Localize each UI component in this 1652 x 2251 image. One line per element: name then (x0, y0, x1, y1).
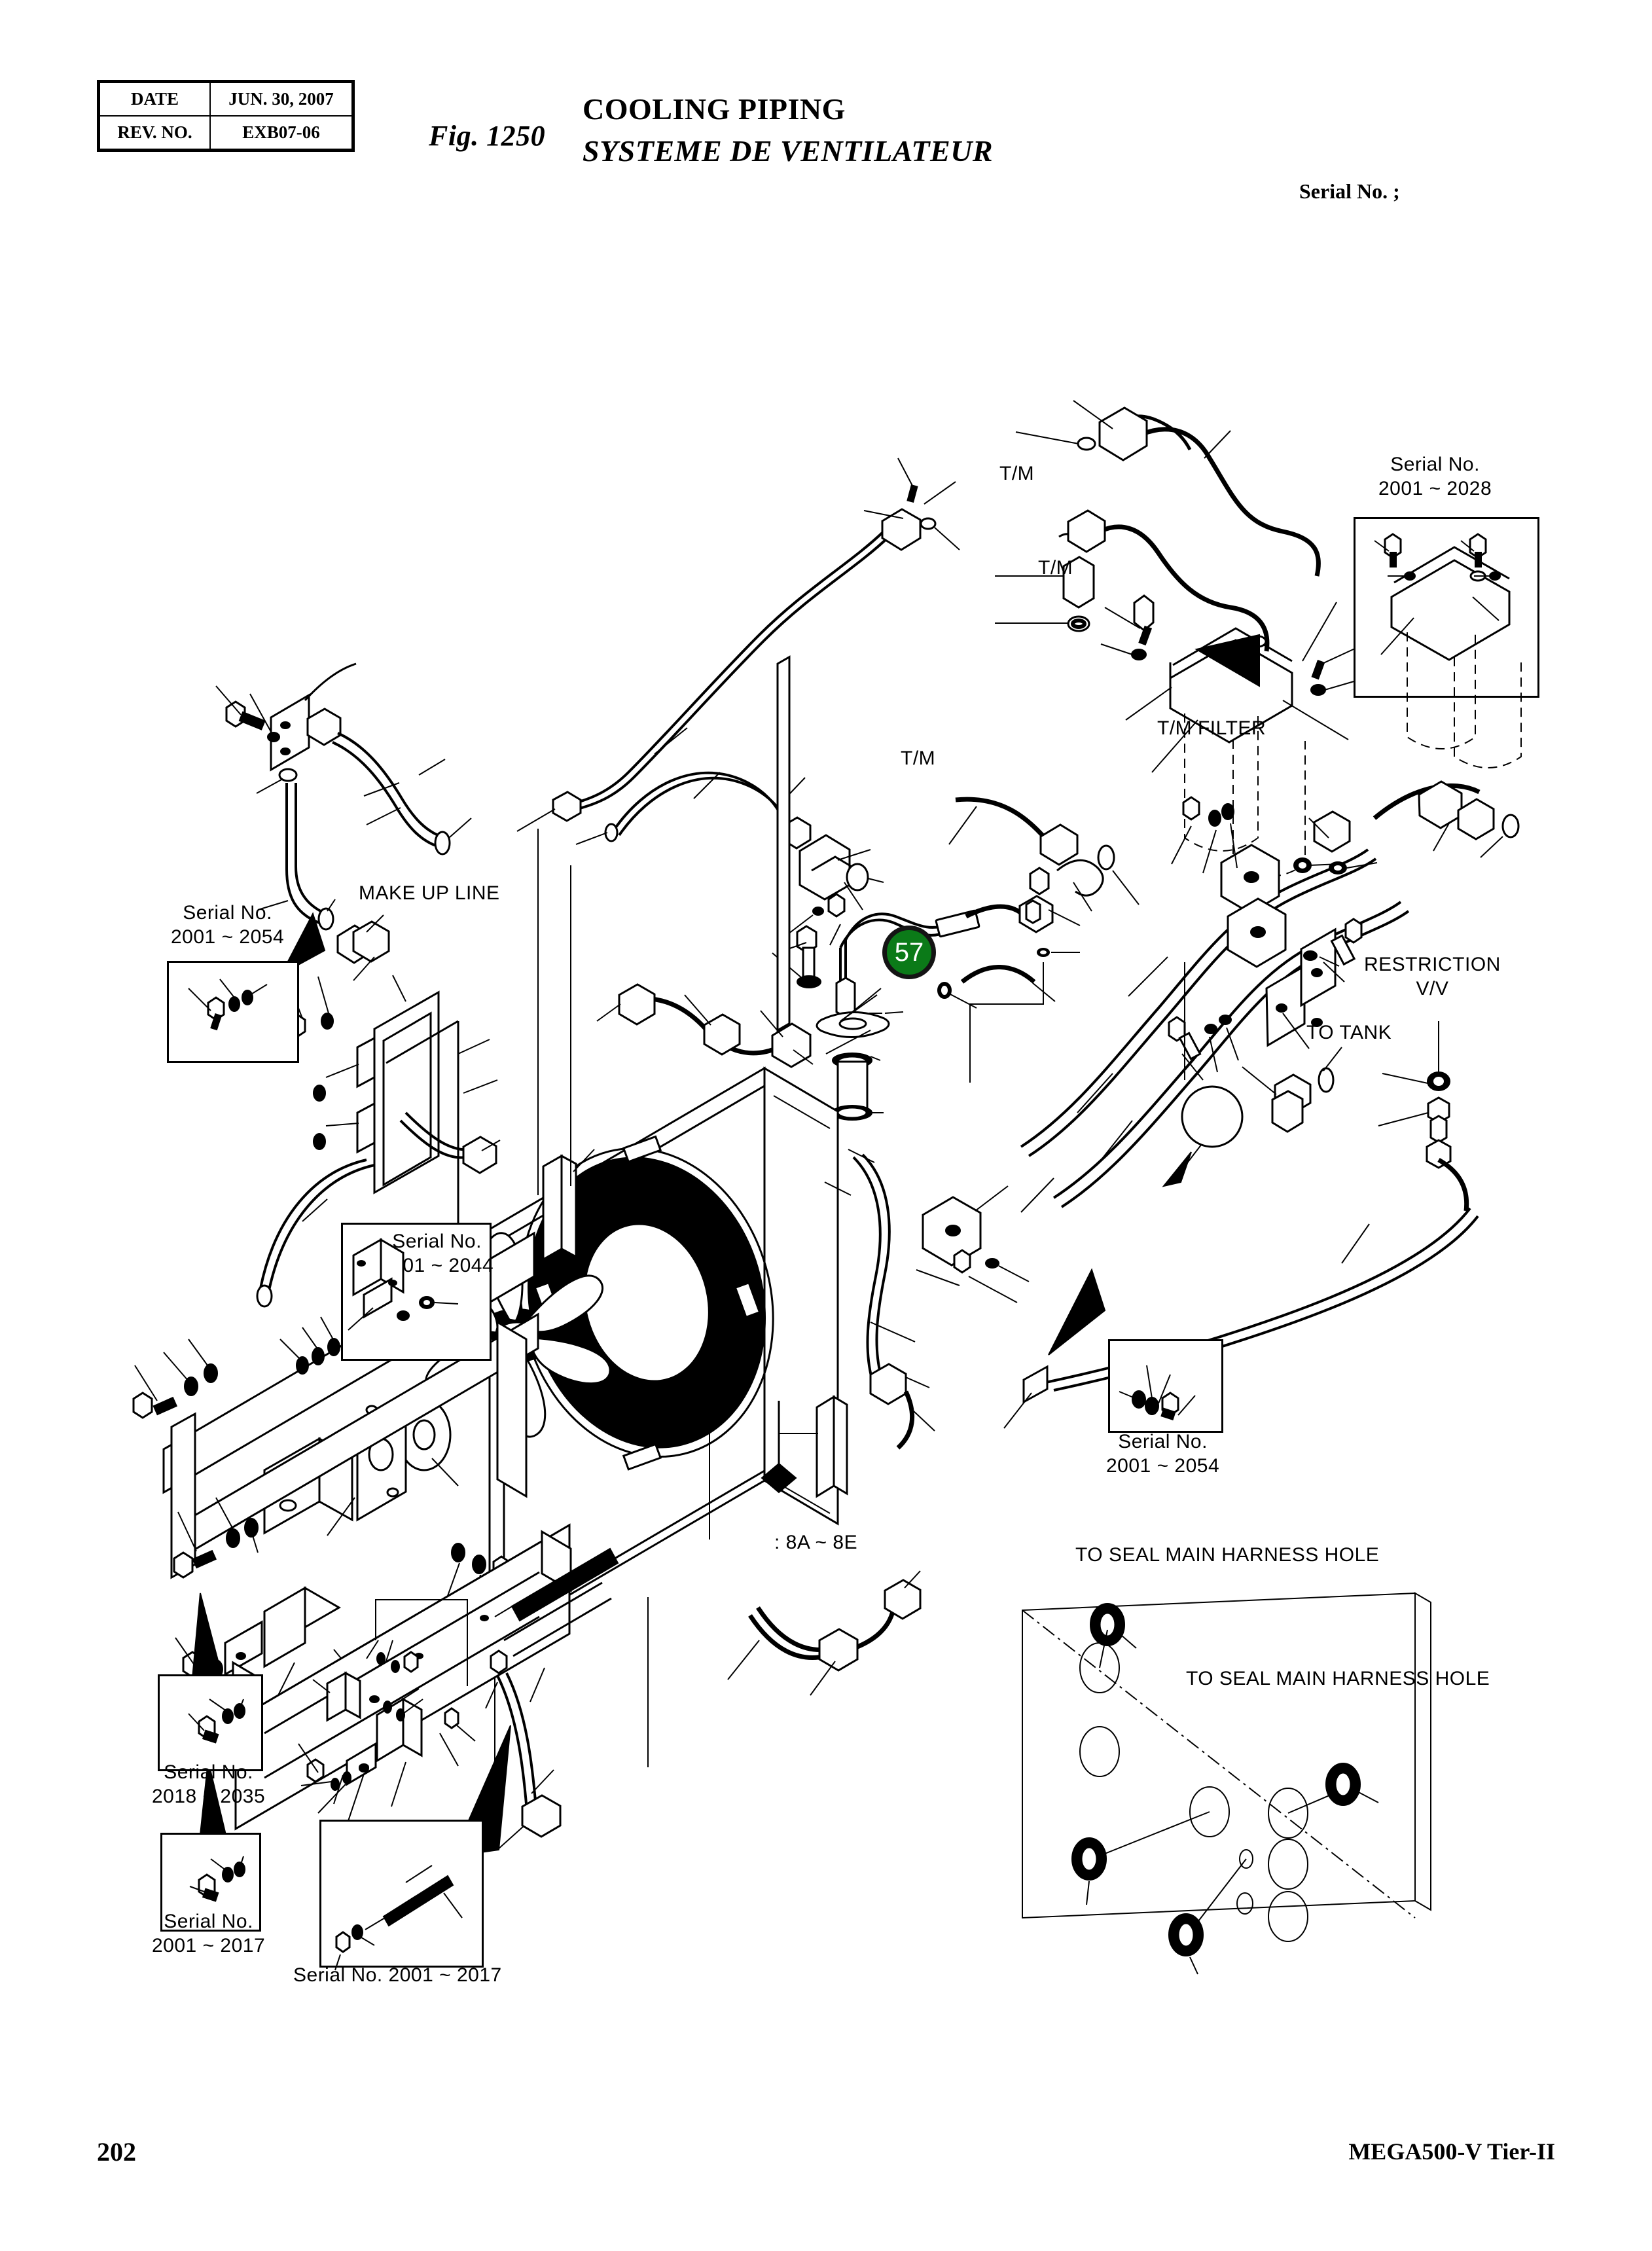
table-row: REV. NO. EXB07-06 (98, 115, 354, 151)
page-number: 202 (97, 2137, 136, 2167)
long-upper-tube (517, 458, 960, 831)
revision-table: DATE JUN. 30, 2007 REV. NO. EXB07-06 (97, 80, 355, 152)
serial-box-2001-2054-left (167, 961, 299, 1063)
figure-number: Fig. 1250 (429, 120, 546, 152)
table-row: DATE JUN. 30, 2007 (98, 81, 354, 117)
serial-caption-2001-2028: Serial No. 2001 ~ 2028 (1378, 454, 1492, 499)
serial-caption-2001-2054-right: Serial No. 2001 ~ 2054 (1106, 1431, 1220, 1477)
label-make-up-line: MAKE UP LINE (359, 882, 500, 904)
serial-box-2001-2028 (1354, 517, 1539, 698)
label-tm-lower: T/M (901, 747, 936, 769)
hardware-left (134, 1339, 217, 1418)
highlighted-part-57[interactable]: 57 (882, 926, 936, 979)
label-to-tank: TO TANK (1306, 1022, 1392, 1043)
grommet (1169, 1859, 1246, 1974)
serial-box-2001-2017-wide (319, 1820, 484, 1968)
angled-strip (486, 1549, 618, 1708)
label-seal-harness-2: TO SEAL MAIN HARNESS HOLE (1186, 1668, 1490, 1689)
grommet (1072, 1812, 1210, 1905)
date-key: DATE (98, 81, 211, 117)
rev-no-key: REV. NO. (98, 115, 211, 151)
harness-seal-panel (1022, 1593, 1431, 1974)
lower-left-panel (233, 1525, 648, 1829)
rev-no-value: EXB07-06 (209, 115, 354, 151)
label-restriction-vv: RESTRICTION V/V (1364, 954, 1501, 999)
lower-center-bracket (298, 1600, 475, 1821)
date-value: JUN. 30, 2007 (209, 81, 354, 117)
serial-caption-2001-2017-wide: Serial No. 2001 ~ 2017 (293, 1964, 502, 1986)
serial-no-header: Serial No. ; (1299, 179, 1400, 203)
second-upper-tube (576, 772, 884, 945)
label-seal-harness-1: TO SEAL MAIN HARNESS HOLE (1075, 1544, 1380, 1566)
serial-caption-2001-2017: Serial No. 2001 ~ 2017 (152, 1911, 266, 1956)
hardware-right (448, 1543, 523, 1617)
bolt-cluster (301, 1600, 475, 1821)
right-hydraulic-lines (1004, 782, 1518, 1428)
model-name: MEGA500-V Tier-II (1348, 2138, 1555, 2165)
radiator-fan-assembly (134, 657, 920, 1850)
center-pipe-group (772, 868, 1080, 1120)
page-title-en: COOLING PIPING (583, 92, 846, 126)
label-range-8a-8e: : 8A ~ 8E (774, 1532, 858, 1553)
serial-caption-2001-2044: Serial No. 2001 ~ 2044 (380, 1231, 494, 1276)
serial-caption-2001-2054-left: Serial No. 2001 ~ 2054 (171, 902, 285, 948)
serial-caption-2018-2035: Serial No. 2018 ~ 2035 (152, 1761, 266, 1807)
page-title-fr: SYSTEME DE VENTILATEUR (583, 134, 994, 168)
serial-box-2001-2054-right (1108, 1339, 1223, 1433)
highlight-part-number: 57 (894, 937, 924, 967)
label-tm-filter: T/M FILTER (1157, 717, 1266, 739)
label-tm-upper: T/M (999, 463, 1035, 484)
label-tm-mid: T/M (1038, 557, 1073, 579)
serial-box-2018-2035 (158, 1674, 263, 1771)
grommet (1090, 1604, 1136, 1668)
grommet (1288, 1763, 1378, 1813)
